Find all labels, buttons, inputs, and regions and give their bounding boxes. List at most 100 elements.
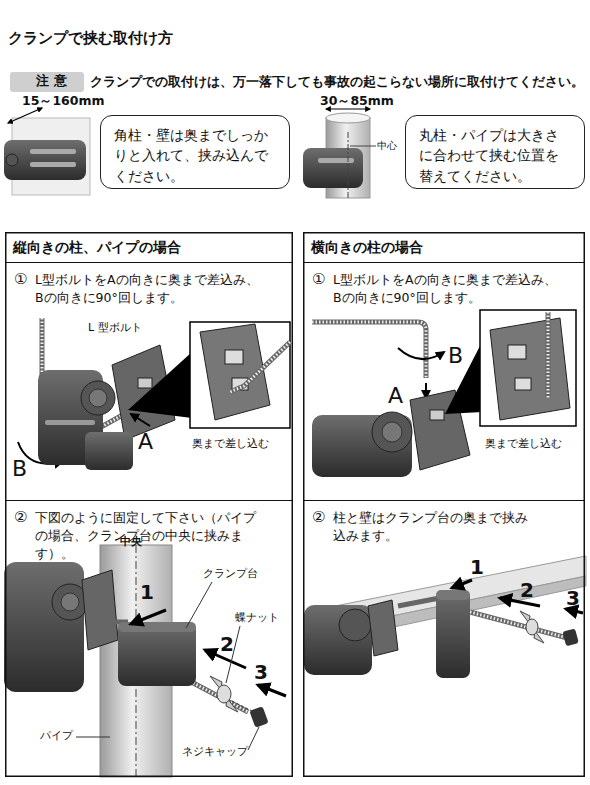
camera-mount	[89, 389, 107, 407]
note-text: 丸柱・パイプは大きさに合わせて挟む位置を替えてください。	[419, 125, 571, 186]
zoom-inset	[128, 322, 290, 428]
step-text: L型ボルトをAの向きに奥まで差込み、Bの向きに90°回します。	[333, 271, 561, 307]
camera-mount	[45, 420, 95, 425]
step-text: 柱と壁はクランプ台の奥まで挟み込みます。	[333, 509, 528, 545]
insert-arrow	[425, 383, 427, 398]
part-name: 奥まで差し込む	[485, 436, 562, 452]
zoom-inset	[508, 345, 526, 359]
l-bolt	[312, 322, 426, 378]
camera-mount	[4, 562, 84, 692]
zoom-inset	[128, 352, 192, 418]
l-bolt	[398, 596, 575, 640]
zoom-inset	[190, 322, 290, 428]
zoom-inset	[230, 342, 290, 392]
part-name: 奥まで差し込む	[192, 436, 269, 452]
wing-nut	[526, 619, 538, 635]
round-pipe-figure	[348, 132, 349, 198]
camera-mount	[339, 609, 371, 641]
round-pipe-figure	[326, 113, 370, 123]
screw-cap	[249, 706, 268, 728]
round-pipe-figure	[326, 108, 370, 109]
part-name: 中央	[120, 534, 142, 550]
callout-number: 3	[254, 658, 268, 687]
dimension: 30～85mm	[320, 92, 394, 110]
step-text: L型ボルトをAの向きに奥まで差込み、Bの向きに90°回します。	[35, 271, 263, 307]
callout-number: 1	[470, 553, 484, 582]
leader-line	[76, 582, 259, 750]
camera-mount	[368, 600, 398, 656]
section-heading: 縦向きの柱、パイプの場合	[13, 237, 181, 257]
clamp-block	[118, 622, 196, 686]
zoom-inset	[490, 318, 570, 420]
round-pipe-figure	[318, 158, 354, 163]
part-name: 蝶ナット	[235, 610, 279, 626]
part-name: クランプ台	[203, 566, 258, 582]
l-bolt	[312, 322, 426, 378]
callout-number: 2	[520, 576, 534, 605]
camera-mount	[85, 432, 133, 470]
rotate-arrow	[398, 348, 444, 359]
screw-cap	[562, 628, 578, 646]
l-bolt	[312, 322, 426, 378]
rotate-arrow	[398, 348, 444, 359]
section-panel: 横向きの柱の場合 ① L型ボルトをAの向きに奥まで差込み、Bの向きに90°回します。…	[303, 232, 585, 777]
step-panel: ②柱と壁はクランプ台の奥まで挟み込みます。	[303, 500, 585, 777]
leader-line	[248, 727, 259, 750]
clamp-block	[436, 590, 470, 678]
camera-mount	[138, 378, 152, 388]
camera-mount	[4, 562, 118, 692]
square-post-figure	[8, 108, 42, 123]
square-post-figure	[30, 149, 76, 154]
part-name: 中心	[377, 139, 397, 154]
note-box: 角柱・壁は奥までしっかりと入れて、挟み込んでください。	[100, 115, 290, 189]
square-post-figure	[4, 140, 86, 180]
screw-cap	[232, 701, 269, 728]
caution-badge: 注 意	[10, 72, 84, 92]
camera-mount	[430, 410, 444, 420]
step-number: ①	[14, 269, 27, 291]
square-post-figure	[30, 162, 76, 167]
step-text: 下図のように固定して下さい（パイプの場合、クランプ台の中央に挟みます）。	[35, 509, 267, 563]
screw-cap	[232, 701, 254, 712]
clamp-block	[436, 590, 470, 600]
caution-text: クランプでの取付けは、万一落下しても事故の起こらない場所に取付けてください。	[90, 73, 584, 91]
screw-cap	[562, 628, 578, 646]
callout-number: 2	[220, 630, 234, 659]
wing-nut	[210, 676, 238, 712]
zoom-inset	[225, 350, 243, 364]
camera-mount	[382, 422, 402, 442]
zoom-inset	[546, 312, 551, 398]
part-name: ネジキャップ	[182, 744, 248, 760]
l-bolt	[88, 622, 248, 712]
wing-nut	[520, 611, 544, 643]
zoom-inset	[230, 342, 290, 392]
l-bolt	[470, 612, 575, 640]
step-number: ①	[312, 269, 325, 291]
callout-number: 1	[140, 578, 154, 607]
insert-arrow	[131, 414, 150, 426]
section-panel: 縦向きの柱、パイプの場合 ① L型ボルトをAの向きに奥まで差込み、Bの向きに90°回…	[5, 232, 293, 777]
step-arrow	[452, 580, 472, 588]
zoom-inset	[480, 310, 576, 426]
clamp-block	[118, 622, 196, 686]
round-pipe-figure	[303, 148, 363, 188]
callout-letter: A	[388, 380, 403, 412]
step-arrow	[258, 685, 286, 696]
camera-mount	[61, 593, 79, 611]
callout-letter: B	[12, 453, 27, 485]
square-post-figure	[4, 108, 90, 195]
callout-letter: A	[138, 426, 153, 458]
note-text: 角柱・壁は奥までしっかりと入れて、挟み込んでください。	[114, 125, 276, 186]
camera-mount	[304, 600, 398, 675]
camera-mount	[82, 570, 118, 650]
l-bolt	[470, 612, 575, 640]
step-arrow	[131, 610, 286, 696]
section-heading: 横向きの柱の場合	[311, 237, 423, 257]
zoom-inset	[547, 312, 550, 398]
camera-mount	[81, 381, 115, 415]
insert-arrow	[131, 414, 150, 426]
step-arrow	[131, 610, 166, 624]
round-pipe-figure	[303, 109, 376, 198]
leader-line	[76, 737, 110, 738]
